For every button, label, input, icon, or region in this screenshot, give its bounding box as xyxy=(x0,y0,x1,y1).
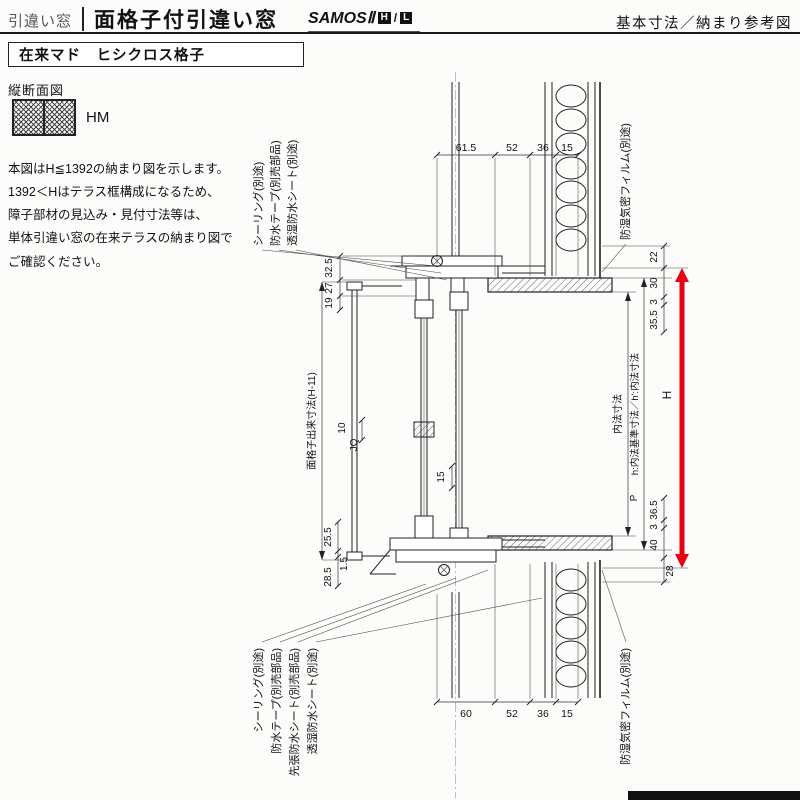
dim-inner-height: 内法寸法 xyxy=(611,292,631,536)
note-text: 本図はH≦1392の納まり図を示します。 1392＜Hはテラス框構成になるため、… xyxy=(8,158,242,274)
page-title: 面格子付引違い窓 xyxy=(94,9,279,32)
lattice-cell xyxy=(45,101,74,134)
dim-jq-value: 10 xyxy=(337,422,348,434)
dim-top-2: 36 xyxy=(537,142,549,154)
dim-right-top-3: 35.5 xyxy=(649,310,660,330)
dim-bottom-2: 36 xyxy=(537,708,549,720)
brand-badge-slash: / xyxy=(393,11,398,25)
header: 引違い窓 面格子付引違い窓 SAMOSⅡ H / L 基本寸法／納まり参考図 xyxy=(8,2,792,34)
header-note: 基本寸法／納まり参考図 xyxy=(616,16,792,32)
interior-sash xyxy=(449,291,469,553)
insulation-coil-bottom xyxy=(555,568,587,688)
section-view-label: 縦断面図 xyxy=(8,83,65,98)
dim-right-bottom-0: 36.5 xyxy=(649,500,660,520)
dim-right-top-2: 3 xyxy=(649,299,660,305)
dim-right-bottom-1: 3 xyxy=(649,524,660,530)
brand-badge-h: H xyxy=(377,12,391,24)
note-line: 障子部材の見込み・見付寸法等は、 xyxy=(8,208,209,223)
right-extension-lines xyxy=(602,245,688,583)
dim-right-bottom-3: 28 xyxy=(665,565,676,577)
red-arrow-head-bottom xyxy=(675,554,689,568)
brand-name: SAMOSⅡ xyxy=(308,10,375,27)
meeting-rail-lock xyxy=(413,421,435,438)
dim-right-top-0: 22 xyxy=(649,251,660,263)
lattice-cell xyxy=(14,101,45,134)
dim-left-bottom: 25.5 1.5 28.5 xyxy=(323,518,350,590)
callouts-bottom-left: シーリング(別途) 防水テープ(別売部品) 先張防水シート(別売部品) 透湿防水… xyxy=(251,569,543,776)
exterior-sash xyxy=(413,299,435,539)
note-line: ご確認ください。 xyxy=(8,254,109,269)
note-line: 1392＜Hはテラス框構成になるため、 xyxy=(8,185,220,200)
callouts-top-left: シーリング(別途) 防水テープ(別売部品) 透湿防水シート(別途) xyxy=(251,140,448,281)
interior-trim-top xyxy=(487,277,613,293)
grille-icon-row: HM xyxy=(12,99,109,136)
callout-breathable-sheet-top: 透湿防水シート(別途) xyxy=(285,140,299,246)
callout-top-right: 防湿気密フィルム(別途) xyxy=(601,123,632,273)
note-line: 本図はH≦1392の納まり図を示します。 xyxy=(8,162,230,176)
footer-tab xyxy=(628,791,800,800)
dim-jq-label: JQ xyxy=(349,438,360,451)
dim-left-bottom-1: 1.5 xyxy=(339,557,350,571)
dim-bottom-3: 15 xyxy=(561,708,573,720)
dim-right-bottom-2: 40 xyxy=(649,539,660,551)
dim-grille-height: 面格子出来寸法(H-11) xyxy=(305,281,350,561)
dim-left-top-0: 32.5 xyxy=(324,258,335,278)
dim-mid: 15 xyxy=(436,462,456,492)
callout-sealing-bottom: シーリング(別途) xyxy=(251,648,265,732)
callout-sealing-top: シーリング(別途) xyxy=(251,162,265,246)
dim-h-label: H xyxy=(660,391,674,400)
cross-section-drawing: 61.5 52 36 15 60 52 36 15 xyxy=(251,72,689,798)
red-arrow-head-top xyxy=(675,268,689,282)
dim-left-bottom-2: 28.5 xyxy=(323,567,334,587)
callout-vapor-film-bottom: 防湿気密フィルム(別途) xyxy=(618,648,632,765)
base-dim-label: h:内法基準寸法／h':内法寸法 xyxy=(629,353,641,475)
face-grille xyxy=(346,281,402,561)
inner-dim-label: 内法寸法 xyxy=(611,394,624,434)
dim-left-bottom-0: 25.5 xyxy=(323,527,334,547)
callout-vapor-film-top: 防湿気密フィルム(別途) xyxy=(618,123,632,240)
brand-badge-l: L xyxy=(400,12,413,24)
callout-breathable-sheet-bottom: 透湿防水シート(別途) xyxy=(305,648,319,754)
insulation-coil-top xyxy=(555,84,587,252)
brand-logo: SAMOSⅡ H / L xyxy=(308,8,421,32)
window-category: 引違い窓 xyxy=(8,13,73,30)
wall-section-top xyxy=(451,82,601,278)
interior-trim-bottom xyxy=(487,535,613,551)
dim-chain-bottom: 60 52 36 15 xyxy=(433,564,582,720)
callout-waterproof-tape-top: 防水テープ(別売部品) xyxy=(268,140,282,246)
header-rule xyxy=(0,32,800,34)
dim-left-top-1: 27 xyxy=(324,282,335,294)
screw-detail-bottom xyxy=(438,564,450,576)
dim-top-3: 15 xyxy=(561,142,573,154)
dim-right-top: 22 30 3 35.5 xyxy=(649,242,668,336)
lattice-pattern-icon xyxy=(12,99,76,136)
callout-pre-waterproof-sheet: 先張防水シート(別売部品) xyxy=(287,648,301,776)
grille-dim-label: 面格子出来寸法(H-11) xyxy=(305,372,318,470)
subtitle-box: 在来マド ヒシクロス格子 xyxy=(8,42,304,67)
dim-top-1: 52 xyxy=(506,142,518,154)
dim-chain-top: 61.5 52 36 15 xyxy=(433,142,582,276)
dim-right-top-1: 30 xyxy=(649,277,660,289)
subtitle: 在来マド ヒシクロス格子 xyxy=(19,48,205,64)
dim-p-label: P xyxy=(629,494,640,501)
dim-jq: 10 JQ xyxy=(337,416,366,451)
overall-height-arrow: H xyxy=(660,268,689,568)
dim-top-0: 61.5 xyxy=(456,142,477,154)
note-line: 単体引違い窓の在来テラスの納まり図で xyxy=(8,231,233,246)
dim-bottom-1: 52 xyxy=(506,708,518,720)
dim-left-top-2: 19 xyxy=(324,297,335,309)
window-sill-frame xyxy=(369,537,545,576)
dim-bottom-0: 60 xyxy=(460,708,472,720)
dim-base-height: h:内法基準寸法／h':内法寸法 P xyxy=(629,278,647,550)
dim-mid-value: 15 xyxy=(436,471,447,483)
grille-type-label: HM xyxy=(86,109,110,126)
dim-right-bottom: 36.5 3 40 28 xyxy=(649,494,676,586)
dim-left-top: 32.5 27 19 xyxy=(324,252,416,314)
callout-bottom-right: 防湿気密フィルム(別途) xyxy=(601,569,632,765)
callout-waterproof-tape-bottom: 防水テープ(別売部品) xyxy=(269,648,283,754)
header-divider xyxy=(82,7,85,31)
